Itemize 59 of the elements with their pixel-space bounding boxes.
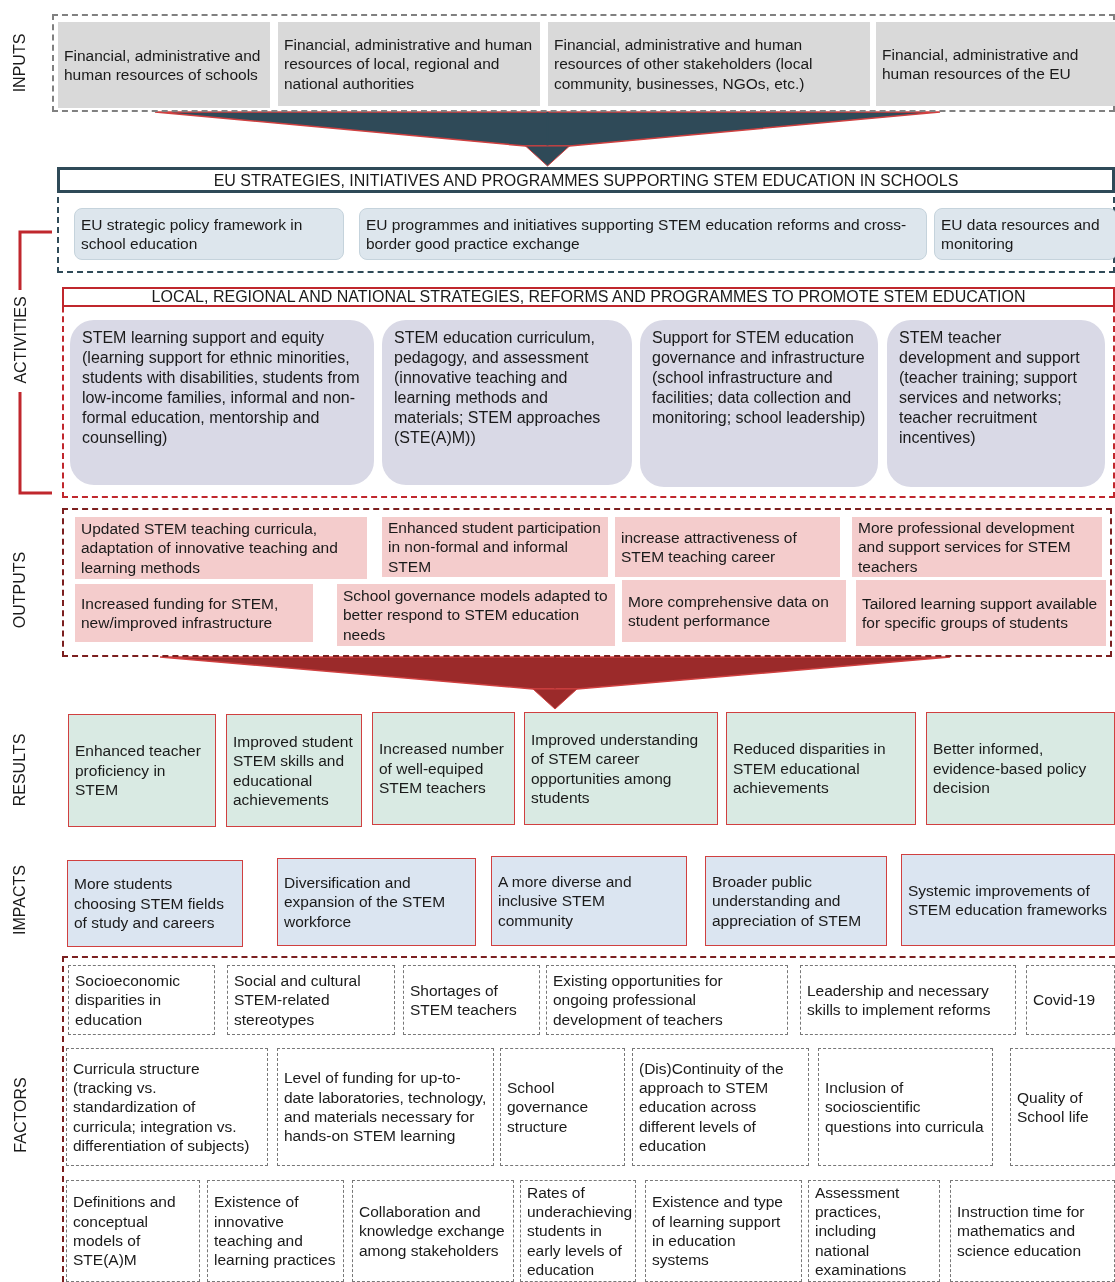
factor-box: Shortages of STEM teachers	[403, 965, 540, 1035]
impact-box: Diversification and expansion of the STEM workforce	[277, 858, 476, 946]
dashed-frame	[62, 287, 1115, 498]
factor-box: (Dis)Continuity of the approach to STEM education across different levels of education	[632, 1048, 809, 1166]
factor-box: Socioeconomic disparities in education	[68, 965, 215, 1035]
factor-box: Existing opportunities for ongoing professional development of teachers	[546, 965, 788, 1035]
output-box: Increased funding for STEM, new/improved infrastructure	[75, 584, 313, 642]
factor-box: Existence of innovative teaching and learning practices	[207, 1180, 344, 1282]
output-box: School governance models adapted to better respond to STEM education needs	[337, 584, 615, 646]
output-box: More professional development and support services for STEM teachers	[852, 517, 1102, 577]
activity-card: STEM learning support and equity (learning support for ethnic minorities, students with disabilities, students from low-income families, informal and non-formal education, mentorship and counselling)	[70, 320, 374, 485]
activity-card: Support for STEM education governance and infrastructure (school infrastructure and facilities; data collection and monitoring; school leadership)	[640, 320, 878, 487]
section-label: OUTPUTS	[11, 551, 30, 629]
result-box: Improved understanding of STEM career opportunities among students	[524, 712, 718, 825]
factor-box: Rates of underachieving students in early levels of education	[520, 1180, 636, 1282]
factor-box: Social and cultural STEM-related stereotypes	[227, 965, 395, 1035]
impact-box: More students choosing STEM fields of study and careers	[67, 860, 243, 947]
strategy-box: EU strategic policy framework in school education	[74, 208, 344, 260]
impact-box: Broader public understanding and appreciation of STEM	[705, 856, 887, 946]
factor-box: Leadership and necessary skills to implement reforms	[800, 965, 1016, 1035]
output-box: Enhanced student participation in non-formal and informal STEM	[382, 517, 608, 577]
activity-card: STEM teacher development and support (teacher training; support services and networks; teacher recruitment incentives)	[887, 320, 1105, 487]
output-box: Updated STEM teaching curricula, adaptation of innovative teaching and learning methods	[75, 517, 367, 579]
dashed-frame	[57, 167, 1115, 273]
factor-box: Quality of School life	[1010, 1048, 1115, 1166]
factor-box: Curricula structure (tracking vs. standardization of curricula; integration vs. differentiation of subjects)	[66, 1048, 268, 1166]
factor-box: Collaboration and knowledge exchange among stakeholders	[352, 1180, 514, 1282]
section-label: RESULTS	[10, 733, 29, 807]
section-label: IMPACTS	[10, 865, 29, 935]
result-box: Improved student STEM skills and educational achievements	[226, 714, 362, 827]
factor-box: Existence and type of learning support in education systems	[645, 1180, 802, 1282]
input-box: Financial, administrative and human resources of local, regional and national authorities	[278, 22, 540, 106]
factor-box: Definitions and conceptual models of STE(A)M	[66, 1180, 200, 1282]
factor-box: Instruction time for mathematics and science education	[950, 1180, 1115, 1282]
output-box: More comprehensive data on student performance	[622, 580, 846, 642]
section-label: FACTORS	[11, 1077, 30, 1153]
result-box: Increased number of well-equiped STEM teachers	[372, 712, 515, 825]
section-label: ACTIVITIES	[11, 296, 30, 384]
impact-box: Systemic improvements of STEM education frameworks	[901, 854, 1115, 946]
factor-box: School governance structure	[500, 1048, 625, 1166]
input-box: Financial, administrative and human resources of schools	[58, 22, 270, 108]
factor-box: Assessment practices, including national examinations	[808, 1180, 940, 1282]
impact-box: A more diverse and inclusive STEM community	[491, 856, 687, 946]
result-box: Better informed, evidence-based policy decision	[926, 712, 1115, 825]
factor-box: Covid-19	[1026, 965, 1115, 1035]
strategy-box: EU programmes and initiatives supporting STEM education reforms and cross-border good practice exchange	[359, 208, 927, 260]
result-box: Reduced disparities in STEM educational achievements	[726, 712, 916, 825]
strategy-box: EU data resources and monitoring	[934, 208, 1115, 260]
output-box: Tailored learning support available for specific groups of students	[856, 580, 1106, 646]
output-box: increase attractiveness of STEM teaching career	[615, 517, 840, 577]
factor-box: Level of funding for up-to-date laboratories, technology, and materials necessary for hands-on STEM learning	[277, 1048, 494, 1166]
result-box: Enhanced teacher proficiency in STEM	[68, 714, 216, 827]
section-label: INPUTS	[10, 33, 29, 93]
activity-card: STEM education curriculum, pedagogy, and assessment (innovative teaching and learning methods and materials; STEM approaches (STE(A)M))	[382, 320, 632, 485]
section-title: LOCAL, REGIONAL AND NATIONAL STRATEGIES, REFORMS AND PROGRAMMES TO PROMOTE STEM EDUCATION	[62, 287, 1115, 307]
factor-box: Inclusion of socioscientific questions into curricula	[818, 1048, 993, 1166]
section-title: EU STRATEGIES, INITIATIVES AND PROGRAMMES SUPPORTING STEM EDUCATION IN SCHOOLS	[57, 167, 1115, 193]
input-box: Financial, administrative and human resources of other stakeholders (local community, businesses, NGOs, etc.)	[548, 22, 870, 106]
input-box: Financial, administrative and human resources of the EU	[876, 22, 1115, 106]
